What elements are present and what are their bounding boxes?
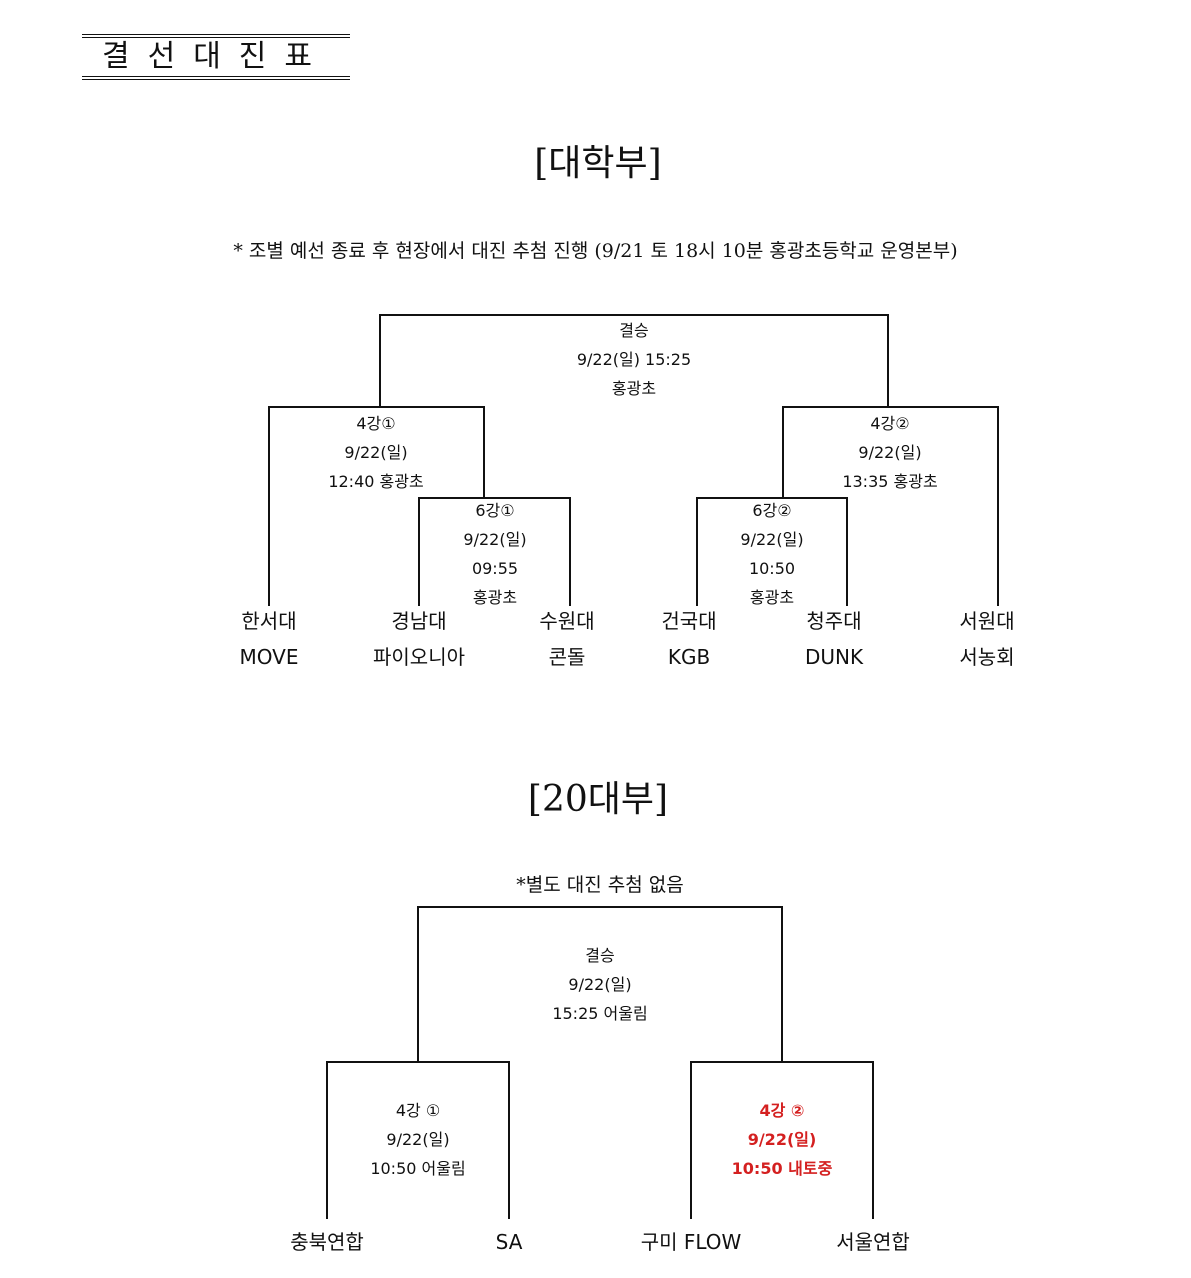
team-school: 수원대 <box>539 609 595 633</box>
team-entry: 한서대 MOVE <box>199 603 339 675</box>
team-club: 콘돌 <box>548 645 586 669</box>
team-entry: 건국대 KGB <box>619 603 759 675</box>
team-entry: 수원대 콘돌 <box>497 603 637 675</box>
semi1-time-venue: 10:50 어울림 <box>370 1159 466 1178</box>
qf1-date: 9/22(일) <box>463 530 527 549</box>
qf2-date: 9/22(일) <box>740 530 804 549</box>
final-round-label: 결승 <box>619 321 649 340</box>
university-draw-note: * 조별 예선 종료 후 현장에서 대진 추첨 진행 (9/21 토 18시 1… <box>233 240 958 262</box>
team-club: 파이오니아 <box>373 645 465 669</box>
team-entry: 서울연합 <box>836 1230 910 1254</box>
qf1-time: 09:55 <box>471 559 519 578</box>
twenties-semi1-info: 4강 ① 9/22(일) 10:50 어울림 <box>318 1096 518 1183</box>
semi2-round-label: 4강 ② <box>759 1101 805 1120</box>
semi2-date: 9/22(일) <box>747 1130 817 1149</box>
twenties-semi2-info: 4강 ② 9/22(일) 10:50 내토중 <box>682 1096 882 1183</box>
final-datetime: 9/22(일) 15:25 <box>576 350 692 369</box>
semi1-round-label: 4강① <box>356 414 396 433</box>
twenties-heading: [20대부] <box>527 779 669 820</box>
team-club: DUNK <box>804 645 864 669</box>
semi2-time-venue: 13:35 홍광초 <box>842 472 938 491</box>
qf1-round-label: 6강① <box>475 501 515 520</box>
team-club: KGB <box>667 645 711 669</box>
team-school: 경남대 <box>391 609 447 633</box>
twenties-draw-note: *별도 대진 추첨 없음 <box>516 874 684 896</box>
qf2-round-label: 6강② <box>752 501 792 520</box>
team-school: 청주대 <box>806 609 862 633</box>
semi2-round-label: 4강② <box>870 414 910 433</box>
semi2-time-venue: 10:50 내토중 <box>731 1159 833 1178</box>
team-club: 서농회 <box>959 645 1015 669</box>
qf1-venue: 홍광초 <box>472 588 518 607</box>
final-date: 9/22(일) <box>568 975 632 994</box>
semi2-date: 9/22(일) <box>858 443 922 462</box>
semi1-round-label: 4강 ① <box>395 1101 441 1120</box>
university-final-info: 결승 9/22(일) 15:25 홍광초 <box>534 316 734 403</box>
semi1-date: 9/22(일) <box>344 443 408 462</box>
team-school: 건국대 <box>661 609 717 633</box>
team-club: MOVE <box>239 645 299 669</box>
final-round-label: 결승 <box>585 946 615 965</box>
final-venue: 홍광초 <box>611 379 657 398</box>
semi1-time-venue: 12:40 홍광초 <box>328 472 424 491</box>
team-entry: 충북연합 <box>290 1230 364 1254</box>
university-semi1-info: 4강① 9/22(일) 12:40 홍광초 <box>276 409 476 496</box>
university-heading: [대학부] <box>534 143 662 184</box>
university-qf2-info: 6강② 9/22(일) 10:50 홍광초 <box>701 496 843 612</box>
semi1-date: 9/22(일) <box>386 1130 450 1149</box>
final-time-venue: 15:25 어울림 <box>552 1004 648 1023</box>
team-school: 서원대 <box>959 609 1015 633</box>
university-semi2-info: 4강② 9/22(일) 13:35 홍광초 <box>790 409 990 496</box>
team-entry: SA <box>495 1230 523 1254</box>
qf2-time: 10:50 <box>748 559 796 578</box>
university-qf1-info: 6강① 9/22(일) 09:55 홍광초 <box>424 496 566 612</box>
team-entry: 청주대 DUNK <box>764 603 904 675</box>
qf2-venue: 홍광초 <box>749 588 795 607</box>
twenties-final-info: 결승 9/22(일) 15:25 어울림 <box>500 941 700 1028</box>
team-school: 한서대 <box>241 609 297 633</box>
document-title: 결선대진표 <box>82 34 350 80</box>
team-entry: 경남대 파이오니아 <box>349 603 489 675</box>
team-entry: 서원대 서농회 <box>917 603 1057 675</box>
team-entry: 구미 FLOW <box>640 1230 742 1254</box>
